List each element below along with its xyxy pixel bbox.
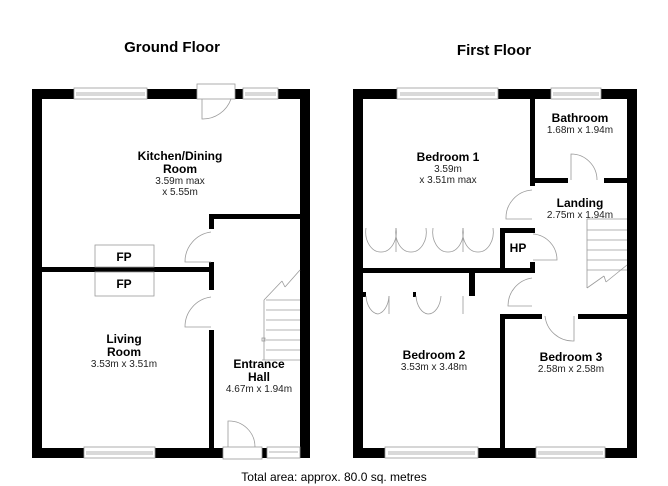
gf-kitchen-window-2 bbox=[242, 87, 279, 100]
ground-floor-title: Ground Floor bbox=[124, 39, 220, 56]
gf-living-window bbox=[83, 446, 156, 459]
gf-kitchen-hall-door bbox=[184, 231, 212, 263]
room-label-hp: HP bbox=[509, 241, 527, 255]
gf-hall-window bbox=[266, 446, 301, 459]
ff-bathroom-window bbox=[550, 87, 602, 100]
ff-bedroom3-left-wall bbox=[500, 314, 505, 454]
room-label-landing: Landing 2.75m x 1.94m bbox=[546, 196, 614, 222]
gf-living-hall-door bbox=[184, 296, 212, 328]
gf-back-door-swing bbox=[201, 98, 232, 120]
gf-right-wall bbox=[300, 89, 310, 458]
gf-staircase bbox=[261, 269, 301, 361]
ff-bathroom-door bbox=[570, 153, 598, 181]
room-label-bathroom: Bathroom 1.68m x 1.94m bbox=[546, 111, 614, 137]
fireplace-label-living: FP bbox=[116, 277, 132, 291]
gf-kitchen-living-wall bbox=[42, 267, 214, 272]
gf-front-door-frame bbox=[222, 446, 263, 460]
ff-bedroom2-window bbox=[384, 446, 479, 459]
room-label-bedroom-3: Bedroom 3 2.58m x 2.58m bbox=[537, 350, 605, 376]
ff-bedroom1-door bbox=[505, 189, 533, 220]
ff-bedroom2-wardrobe bbox=[363, 292, 464, 315]
fireplace-label-kitchen: FP bbox=[116, 250, 132, 264]
ff-bedroom1-window bbox=[396, 87, 499, 100]
room-label-living-room: Living Room 3.53m x 3.51m bbox=[90, 332, 158, 371]
ff-bedroom3-door bbox=[544, 315, 575, 342]
ff-right-wall bbox=[627, 89, 637, 458]
ff-bed1-bed2-wall bbox=[363, 268, 535, 273]
room-label-entrance-hall: Entrance Hall 4.67m x 1.94m bbox=[225, 357, 293, 396]
first-floor-plan bbox=[353, 87, 637, 459]
gf-fireplace-living bbox=[94, 271, 155, 297]
ff-staircase bbox=[586, 218, 628, 289]
ff-hp-door bbox=[532, 233, 558, 261]
gf-front-door-swing bbox=[227, 420, 256, 448]
ff-bedroom1-wardrobe bbox=[365, 227, 494, 253]
gf-hall-top-wall bbox=[209, 214, 305, 219]
room-label-bedroom-1: Bedroom 1 3.59m x 3.51m max bbox=[416, 150, 480, 187]
gf-back-door-frame bbox=[196, 83, 236, 100]
ground-floor-plan bbox=[32, 83, 310, 460]
room-label-bedroom-2: Bedroom 2 3.53m x 3.48m bbox=[400, 348, 468, 374]
ff-bedroom2-door bbox=[507, 277, 533, 307]
room-label-kitchen-dining: Kitchen/Dining Room 3.59m max x 5.55m bbox=[137, 149, 223, 199]
gf-kitchen-window-1 bbox=[73, 87, 148, 100]
ff-bedroom3-window bbox=[535, 446, 606, 459]
total-area-text: Total area: approx. 80.0 sq. metres bbox=[241, 470, 427, 484]
first-floor-title: First Floor bbox=[456, 42, 532, 59]
ff-left-wall bbox=[353, 89, 363, 458]
gf-fireplace-kitchen bbox=[94, 244, 155, 268]
gf-left-wall bbox=[32, 89, 42, 458]
ff-bathroom-left-wall bbox=[530, 96, 535, 186]
